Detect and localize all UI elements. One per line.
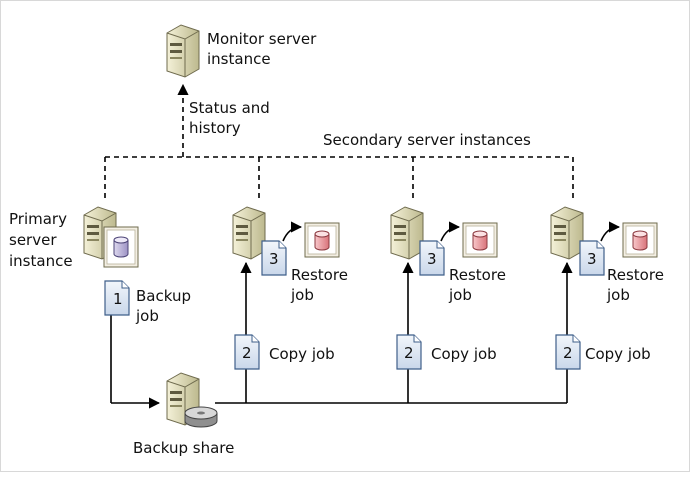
- monitor-label-line2: instance: [207, 50, 271, 68]
- restore-job-label-line1: Restore: [607, 266, 664, 284]
- restore-job-label-line2: job: [290, 286, 314, 304]
- copy-job-label: Copy job: [585, 345, 651, 363]
- restore-database-icon: [304, 222, 340, 258]
- status-label-line1: Status and: [189, 99, 270, 117]
- restore-job-label-line2: job: [448, 286, 472, 304]
- backup-job-label-line1: Backup: [136, 287, 191, 305]
- secondary-server-icon: [390, 206, 424, 260]
- primary-label-line3: instance: [9, 252, 73, 270]
- status-label-line2: history: [189, 119, 241, 137]
- restore-database-icon: [462, 222, 498, 258]
- restore-job-label-line2: job: [606, 286, 630, 304]
- primary-label-line2: server: [9, 231, 57, 249]
- copy-lines: [110, 261, 573, 409]
- restore-job-label-line1: Restore: [291, 266, 348, 284]
- copy-job-label: Copy job: [269, 345, 335, 363]
- restore-job-number: 3: [587, 250, 597, 268]
- monitor-server-icon: [166, 24, 200, 78]
- secondary-server-icon: [550, 206, 584, 260]
- status-bus: [104, 83, 574, 201]
- database-icon: [103, 226, 139, 268]
- disk-icon: [184, 406, 218, 428]
- copy-job-label: Copy job: [431, 345, 497, 363]
- restore-job-number: 3: [427, 250, 437, 268]
- primary-label-line1: Primary: [9, 210, 67, 228]
- restore-job-number: 3: [269, 250, 279, 268]
- copy-job-number: 2: [404, 344, 414, 362]
- backup-job-number: 1: [113, 290, 123, 308]
- copy-job-number: 2: [242, 344, 252, 362]
- secondary-server-icon: [232, 206, 266, 260]
- restore-database-icon: [622, 222, 658, 258]
- restore-job-label-line1: Restore: [449, 266, 506, 284]
- secondary-instances-label: Secondary server instances: [323, 131, 531, 149]
- monitor-label-line1: Monitor server: [207, 30, 317, 48]
- backup-job-label-line2: job: [135, 307, 159, 325]
- backup-share-label: Backup share: [133, 439, 234, 457]
- copy-job-number: 2: [563, 344, 573, 362]
